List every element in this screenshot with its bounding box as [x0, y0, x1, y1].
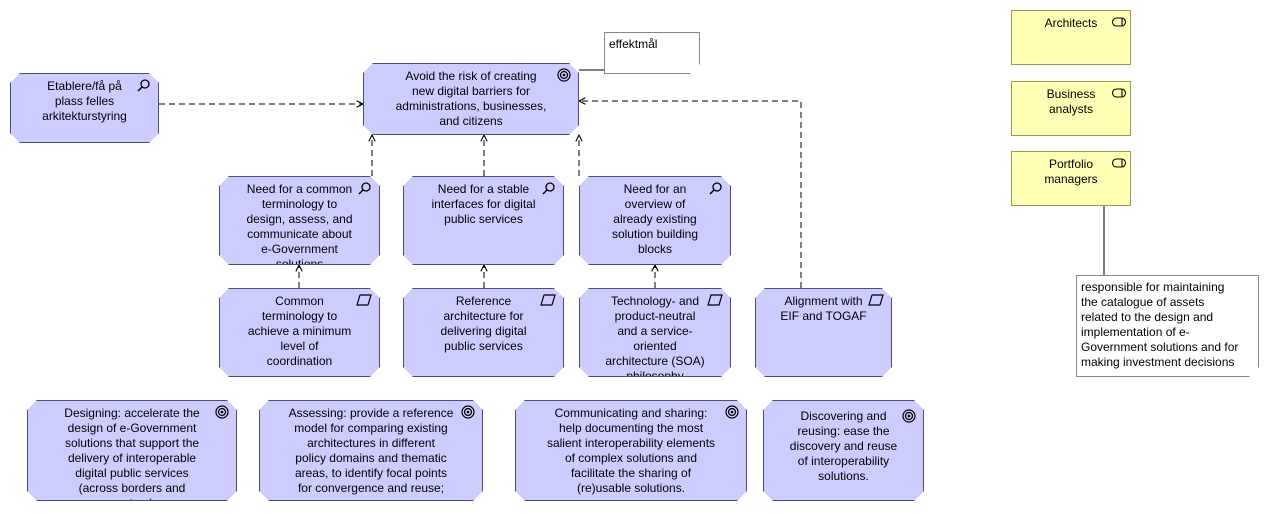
stakeholder-business-analysts[interactable]: Business analysts — [1011, 81, 1131, 136]
goal-target-icon — [725, 405, 739, 419]
node-label: Communicating and sharing: help document… — [546, 406, 716, 495]
goal-target-icon — [215, 405, 229, 419]
node-label: Need for a common terminology to design,… — [246, 182, 353, 265]
goal-designing[interactable]: Designing: accelerate the design of e-Go… — [27, 400, 237, 501]
stakeholder-cylinder-icon — [1111, 17, 1127, 27]
goal-target-icon — [902, 409, 916, 423]
node-label: Reference architecture for delivering di… — [440, 294, 527, 353]
goal-target-icon — [461, 405, 475, 419]
note-portfolio-managers-responsibility[interactable]: responsible for maintaining the catalogu… — [1076, 275, 1259, 377]
node-label: Common terminology to achieve a minimum … — [247, 294, 352, 368]
driver-need-common-terminology[interactable]: Need for a common terminology to design,… — [219, 176, 380, 265]
goal-target-icon — [557, 68, 571, 82]
node-label: Avoid the risk of creating new digital b… — [395, 69, 547, 128]
goal-communicating-sharing[interactable]: Communicating and sharing: help document… — [515, 400, 747, 501]
requirement-parallelogram-icon — [868, 293, 884, 307]
node-label: Assessing: provide a reference model for… — [288, 406, 454, 495]
stakeholder-portfolio-managers[interactable]: Portfolio managers — [1011, 151, 1131, 206]
node-label: Business analysts — [1046, 87, 1096, 116]
note-text: responsible for maintaining the catalogu… — [1081, 280, 1239, 369]
requirement-technology-neutral-soa[interactable]: Technology- and product-neutral and a se… — [579, 288, 731, 377]
goal-discovering-reusing[interactable]: Discovering and reusing: ease the discov… — [763, 400, 924, 501]
note-effektmal[interactable]: effektmål — [604, 32, 700, 74]
requirement-reference-architecture[interactable]: Reference architecture for delivering di… — [403, 288, 564, 377]
driver-etablere-arkitekturstyring[interactable]: Etablere/få på plass felles arkitekturst… — [10, 73, 159, 143]
stakeholder-architects[interactable]: Architects — [1011, 10, 1131, 65]
requirement-parallelogram-icon — [707, 293, 723, 307]
node-label: Need for an overview of already existing… — [611, 182, 699, 256]
driver-magnifier-icon — [358, 181, 372, 195]
note-text: effektmål — [609, 37, 658, 51]
requirement-parallelogram-icon — [356, 293, 372, 307]
node-label: Alignment with EIF and TOGAF — [780, 294, 867, 323]
node-label: Architects — [1044, 16, 1098, 30]
stakeholder-cylinder-icon — [1111, 88, 1127, 98]
influence-line-alignment — [579, 101, 802, 288]
stakeholder-cylinder-icon — [1111, 158, 1127, 168]
node-label: Designing: accelerate the design of e-Go… — [64, 406, 200, 495]
driver-need-stable-interfaces[interactable]: Need for a stable interfaces for digital… — [403, 176, 564, 265]
driver-magnifier-icon — [137, 78, 151, 92]
requirement-parallelogram-icon — [540, 293, 556, 307]
driver-need-overview-building-blocks[interactable]: Need for an overview of already existing… — [579, 176, 731, 265]
node-label: Technology- and product-neutral and a se… — [605, 294, 705, 377]
node-label: Portfolio managers — [1044, 157, 1098, 186]
node-label: Etablere/få på plass felles arkitekturst… — [42, 79, 127, 123]
requirement-common-terminology[interactable]: Common terminology to achieve a minimum … — [219, 288, 380, 377]
requirement-alignment-eif-togaf[interactable]: Alignment with EIF and TOGAF — [755, 288, 892, 377]
driver-magnifier-icon — [542, 181, 556, 195]
goal-avoid-digital-barriers[interactable]: Avoid the risk of creating new digital b… — [363, 63, 579, 135]
node-label: Need for a stable interfaces for digital… — [431, 182, 536, 226]
goal-assessing[interactable]: Assessing: provide a reference model for… — [259, 400, 483, 501]
driver-magnifier-icon — [709, 181, 723, 195]
node-label: Discovering and reusing: ease the discov… — [789, 409, 898, 483]
